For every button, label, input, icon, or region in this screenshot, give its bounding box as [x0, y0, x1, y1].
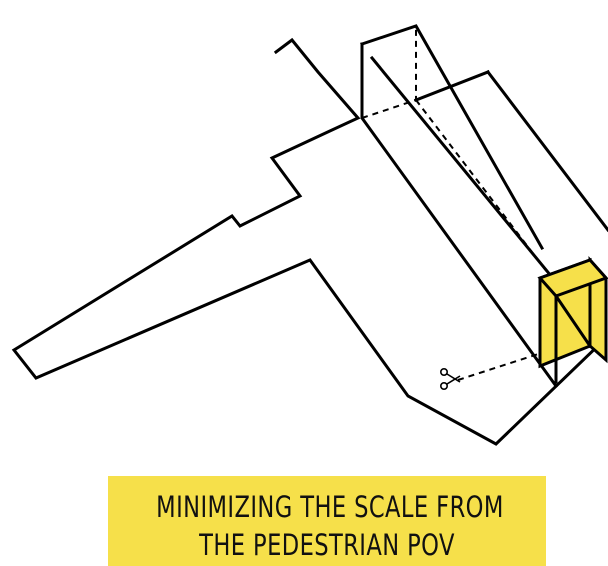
highlight-top-face — [537, 258, 608, 298]
block-top-ridge — [414, 70, 490, 102]
caption-line-2: THE PEDESTRIAN POV — [199, 528, 455, 562]
highlight-diagonal — [553, 293, 593, 349]
scissors-icon — [440, 368, 461, 391]
block-right-edge — [485, 69, 608, 233]
block-left-edge — [360, 42, 559, 389]
caption-banner: MINIMIZING THE SCALE FROM THE PEDESTRIAN… — [108, 476, 546, 566]
caption-line-1: MINIMIZING THE SCALE FROM — [156, 490, 504, 524]
hidden-edge-diagonal — [415, 99, 571, 303]
site-outline — [11, 37, 607, 446]
axonometric-diagram — [11, 24, 608, 446]
block-top-faces — [360, 24, 545, 251]
